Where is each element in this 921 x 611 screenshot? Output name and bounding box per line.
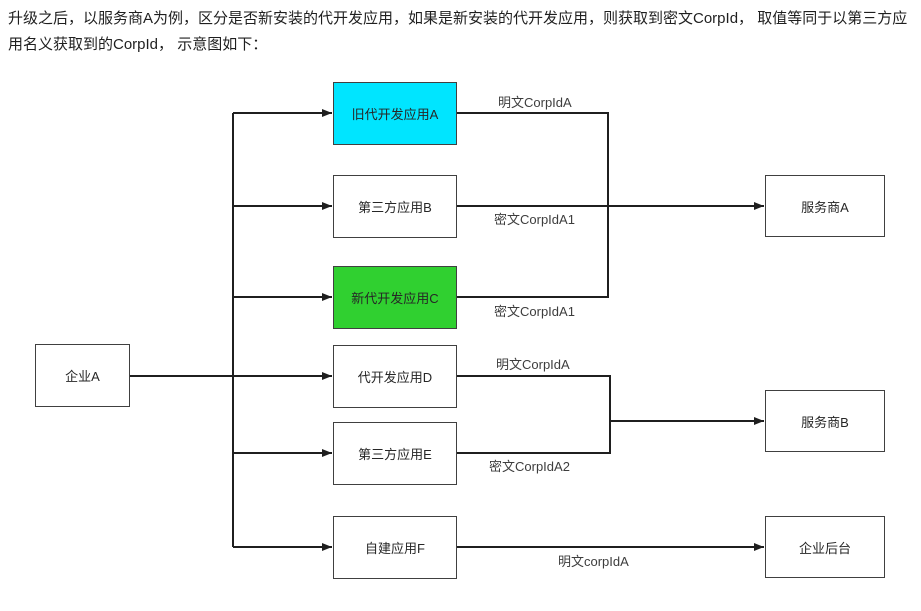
node-app-c-new-dev: 新代开发应用C <box>333 266 457 329</box>
edge-app-d-out <box>457 375 611 421</box>
node-app-f-label: 自建应用F <box>365 541 425 556</box>
edge-app-e-out <box>457 421 611 454</box>
node-app-d-label: 代开发应用D <box>357 370 433 385</box>
node-app-a-label: 旧代开发应用A <box>351 107 439 122</box>
node-app-e-thirdparty: 第三方应用E <box>333 422 457 485</box>
node-enterprise-a-label: 企业A <box>65 369 100 384</box>
node-enterprise-a: 企业A <box>35 344 130 407</box>
edge-label-f-plain-corpid: 明文corpIdA <box>558 554 629 569</box>
node-app-e-label: 第三方应用E <box>358 447 432 462</box>
node-app-f-selfbuilt: 自建应用F <box>333 516 457 579</box>
node-app-a-old-dev: 旧代开发应用A <box>333 82 457 145</box>
node-app-b-thirdparty: 第三方应用B <box>333 175 457 238</box>
node-provider-a-label: 服务商A <box>801 199 849 215</box>
node-provider-a: 服务商A <box>765 175 885 237</box>
node-enterprise-backend: 企业后台 <box>765 516 885 578</box>
node-app-b-label: 第三方应用B <box>358 200 432 215</box>
node-app-d-dev: 代开发应用D <box>333 345 457 408</box>
edge-app-c-out <box>457 206 609 298</box>
node-provider-b-label: 服务商B <box>801 414 849 430</box>
edge-app-a-out <box>457 112 609 206</box>
edge-label-c-cipher-corpid: 密文CorpIdA1 <box>494 304 575 319</box>
edge-label-b-cipher-corpid: 密文CorpIdA1 <box>494 212 575 227</box>
intro-paragraph: 升级之后，以服务商A为例，区分是否新安装的代开发应用，如果是新安装的代开发应用，… <box>8 10 908 54</box>
edge-label-e-cipher-corpid: 密文CorpIdA2 <box>489 459 570 474</box>
node-enterprise-backend-label: 企业后台 <box>798 540 851 556</box>
edge-label-a-plain-corpid: 明文CorpIdA <box>498 95 572 110</box>
edge-label-d-plain-corpid: 明文CorpIdA <box>496 357 570 372</box>
node-provider-b: 服务商B <box>765 390 885 452</box>
node-app-c-label: 新代开发应用C <box>351 291 439 306</box>
